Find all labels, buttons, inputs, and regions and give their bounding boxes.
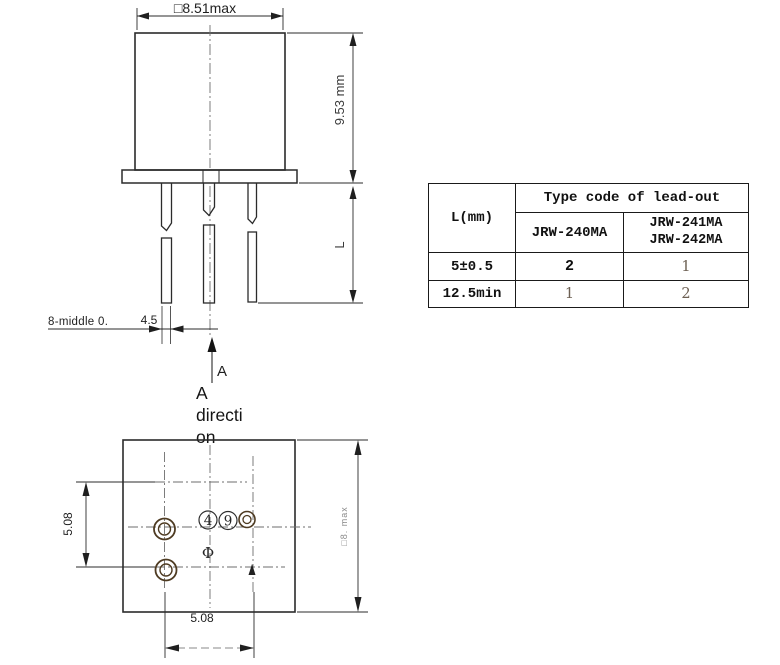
pin-number-callouts: 4 9 Φ	[198, 510, 256, 575]
lead-left	[160, 183, 173, 304]
caption-line: A	[196, 383, 208, 403]
lead-offset-dimension: 8-middle 0. 4.5	[48, 306, 218, 344]
arrowhead-up-icon	[349, 186, 357, 199]
height-dim-label: 9.53 mm	[332, 75, 347, 126]
pin-marker	[153, 517, 176, 541]
pin-marker	[242, 514, 252, 525]
arrowhead-left-icon	[137, 12, 149, 20]
flange	[121, 169, 298, 184]
pin-markers	[153, 510, 256, 582]
arrowhead-up-icon	[349, 33, 357, 46]
pin-marker	[159, 563, 173, 577]
centerlines	[128, 445, 311, 608]
lead-out-spec-table: L(mm) Type code of lead-out JRW-240MA JR…	[428, 183, 749, 308]
arrowhead-right-icon	[149, 325, 162, 333]
arrow-up-icon	[207, 337, 217, 352]
outline-dimension: □8. max	[297, 439, 368, 613]
table-cell-l-value: 12.5min	[428, 280, 516, 308]
arrowhead-down-icon	[82, 553, 90, 567]
horizontal-pitch-dimension: 5.08	[164, 592, 255, 658]
lead-length-label: L	[332, 241, 347, 248]
model-b-line2: JRW-242MA	[649, 232, 723, 248]
arrowhead-left-icon	[170, 325, 184, 333]
lead-length-dimension: L	[258, 186, 363, 304]
table-header-l: L(mm)	[428, 183, 516, 253]
horizontal-pitch-label: 5.08	[190, 611, 214, 625]
top-width-dim-label: □8.51max	[174, 0, 236, 16]
vertical-pitch-dimension: 5.08	[61, 481, 155, 568]
front-view: □8.51max	[48, 0, 363, 447]
arrowhead-left-icon	[165, 644, 179, 652]
table-cell-code: 2	[623, 280, 749, 308]
top-width-dimension: □8.51max	[136, 0, 284, 30]
diameter-symbol: Φ	[202, 544, 214, 562]
table-header-model-b: JRW-241MA JRW-242MA	[623, 212, 749, 253]
pin-9-label: 9	[224, 513, 233, 529]
height-dimension: 9.53 mm	[287, 32, 363, 184]
lead-note-label: 8-middle 0.	[48, 316, 108, 328]
pin-marker	[238, 510, 256, 529]
caption-line: directi	[196, 405, 243, 425]
arrowhead-down-icon	[349, 170, 357, 183]
arrowhead-right-icon	[240, 644, 254, 652]
pin-marker	[154, 558, 178, 582]
arrowhead-right-icon	[271, 12, 283, 20]
table-header-leadout: Type code of lead-out	[515, 183, 749, 213]
pin-4-label: 4	[204, 513, 213, 529]
table-header-model-a: JRW-240MA	[515, 212, 624, 253]
view-a-arrow-label: A	[217, 363, 227, 380]
arrowhead-down-icon	[349, 290, 357, 303]
table-cell-code: 1	[623, 252, 749, 281]
table-cell-code: 1	[515, 280, 624, 308]
arrowhead-up-icon	[248, 564, 256, 575]
table-cell-l-value: 5±0.5	[428, 252, 516, 281]
table-cell-code: 2	[515, 252, 624, 281]
lead-right	[247, 183, 258, 303]
view-a-caption: A directi on	[196, 383, 243, 447]
lead-center	[202, 183, 216, 304]
view-a-arrow: A	[207, 337, 227, 383]
outline-dim-label: □8. max	[339, 506, 349, 545]
arrowhead-up-icon	[82, 482, 90, 496]
pin-marker	[157, 522, 172, 536]
model-b-line1: JRW-241MA	[649, 215, 723, 231]
lead-offset-label: 4.5	[141, 313, 158, 327]
bottom-view-outline	[122, 439, 296, 613]
arrowhead-down-icon	[354, 597, 362, 612]
caption-line: on	[196, 427, 215, 447]
bottom-view: 4 9 Φ □8. max 5.08	[61, 439, 368, 658]
vertical-pitch-label: 5.08	[61, 512, 75, 536]
arrowhead-up-icon	[354, 440, 362, 455]
